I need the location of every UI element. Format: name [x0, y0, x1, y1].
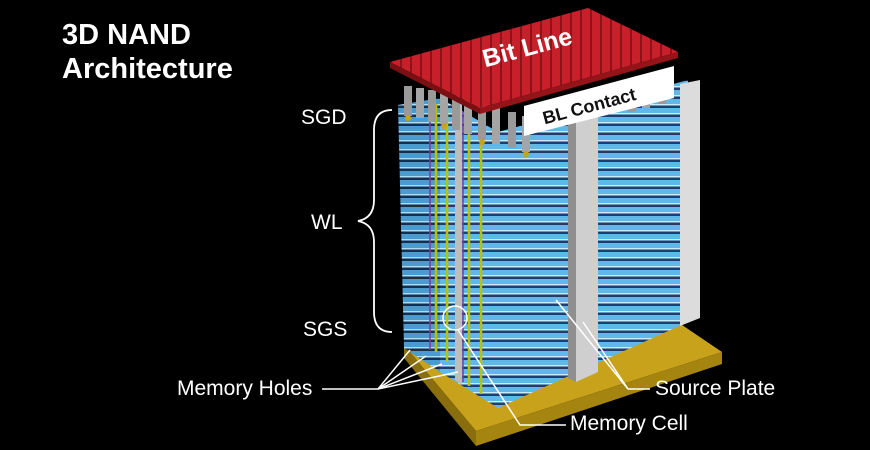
source-plate-leaders [555, 299, 650, 390]
memory-cell-marker [442, 305, 468, 331]
base-plate-right [476, 352, 722, 446]
memory-holes-label: Memory Holes [177, 377, 313, 400]
source-plate-wall-3 [455, 100, 462, 385]
memory-cell-leader [457, 329, 566, 426]
sgd-label: SGD [301, 106, 347, 129]
bit-line-side [480, 52, 678, 114]
bl-contact-bar [524, 66, 674, 136]
sgs-label: SGS [303, 318, 348, 341]
source-plate-wall-1-side [568, 108, 576, 382]
wl-brace [357, 109, 393, 333]
bit-line-top [390, 8, 678, 108]
base-plate-front [404, 345, 476, 446]
slide-title-line-1: 3D NAND [62, 19, 191, 51]
bit-line-front [390, 62, 480, 114]
memory-cell-label: Memory Cell [570, 412, 688, 435]
slide-title-line-2: Architecture [62, 53, 233, 85]
source-plate-label: Source Plate [655, 377, 776, 400]
wl-label: WL [311, 211, 343, 234]
stack-left-face [398, 98, 440, 372]
memory-holes-leaders [322, 349, 459, 390]
source-plate-wall-2 [680, 80, 700, 326]
memory-hole-columns [429, 102, 483, 394]
source-plate-wall-1 [576, 106, 598, 382]
